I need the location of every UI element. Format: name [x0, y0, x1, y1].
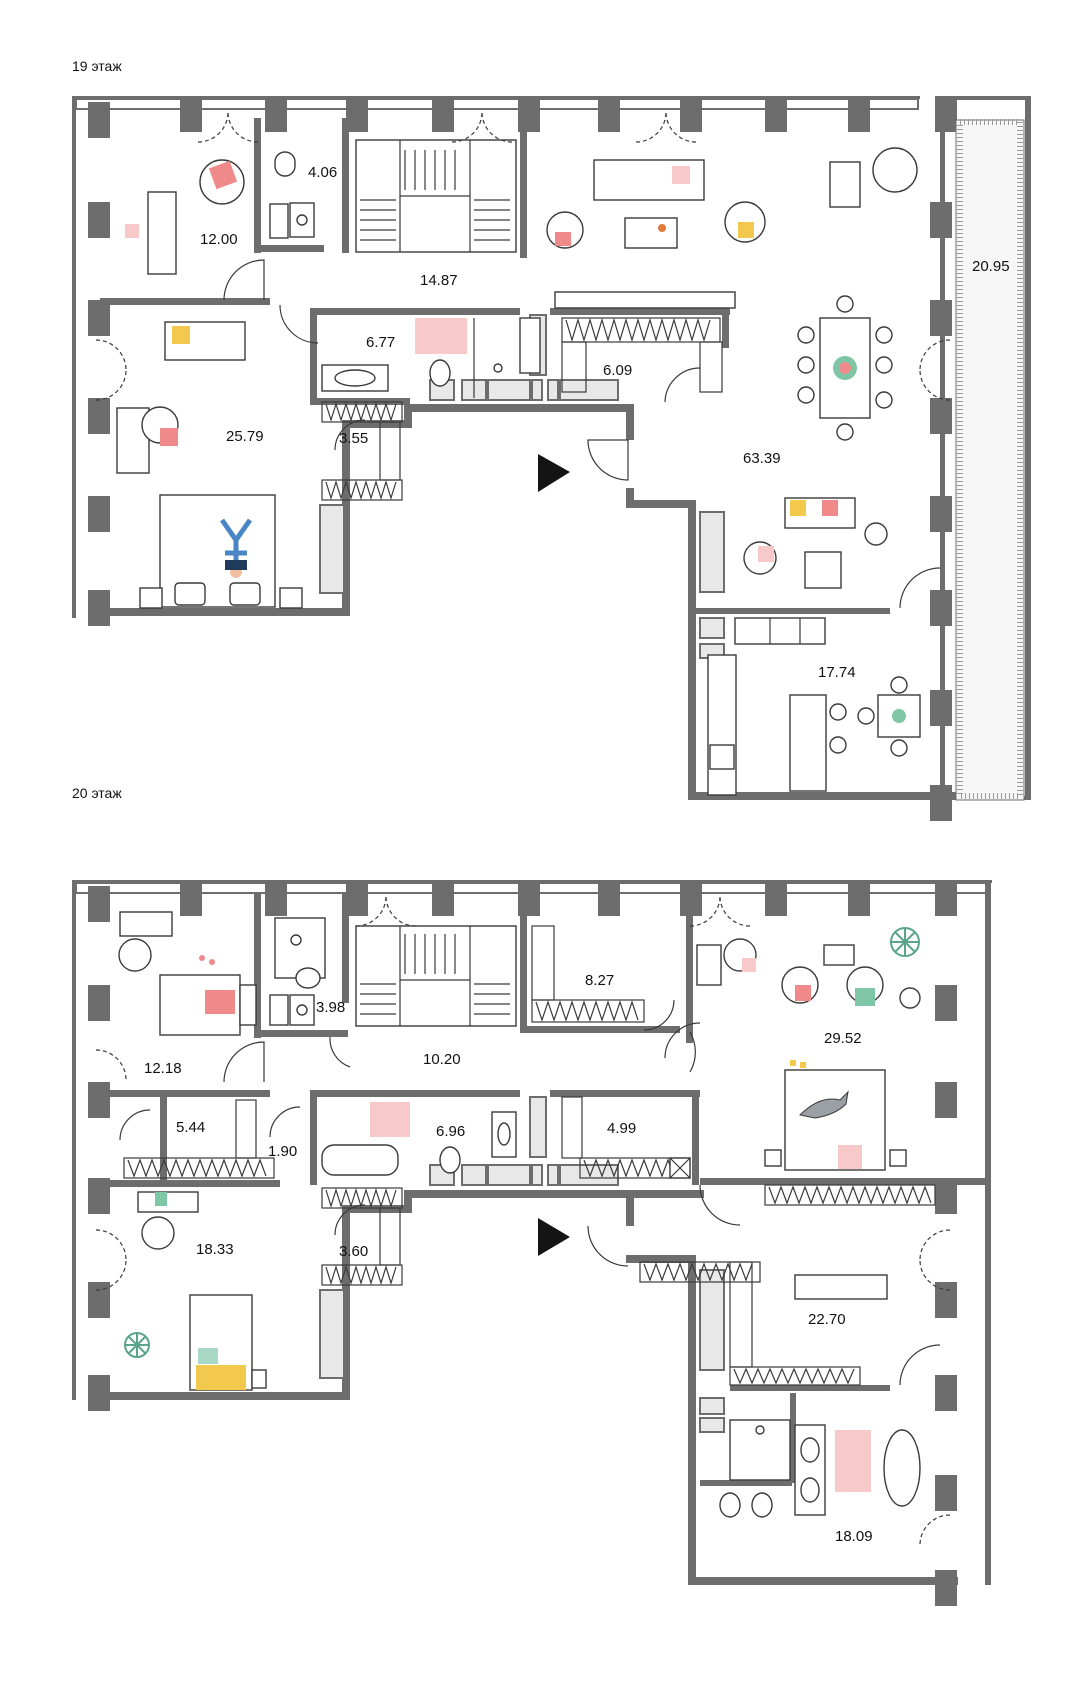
room-area: 3.55 — [339, 430, 368, 447]
floor-20-label: 20 этаж — [72, 785, 122, 801]
floor-19-furniture — [116, 147, 921, 796]
room-area: 63.39 — [743, 450, 781, 467]
floor-19-fixtures — [269, 151, 541, 398]
armchair-icon — [141, 1216, 175, 1250]
floor-19-closets — [321, 317, 723, 501]
sink-icon — [491, 1111, 517, 1158]
room-area: 25.79 — [226, 428, 264, 445]
bed-icon — [784, 1069, 886, 1171]
floor-20-stairs — [355, 925, 517, 1027]
cabinet-icon — [696, 944, 722, 986]
room-area: 6.96 — [436, 1123, 465, 1140]
floor-20-closets — [123, 925, 936, 1386]
floor-19-terrace — [955, 119, 1025, 801]
room-area: 5.44 — [176, 1119, 205, 1136]
floor-20-room-labels: 8.27 3.98 12.18 10.20 29.52 5.44 6.96 4.… — [144, 972, 873, 1545]
plant-icon — [890, 927, 920, 957]
room-area: 8.27 — [585, 972, 614, 989]
toilet-icon — [719, 1492, 741, 1518]
coffee-table-icon — [804, 551, 842, 589]
floor-20-columns — [88, 880, 957, 1606]
room-area: 10.20 — [423, 1051, 461, 1068]
floor-20-plan: 8.27 3.98 12.18 10.20 29.52 5.44 6.96 4.… — [72, 880, 992, 1606]
floor-20-shafts — [319, 1096, 725, 1433]
coffee-table-icon — [624, 217, 678, 249]
floor-19-doors — [95, 111, 951, 609]
floor-20-doors — [95, 895, 951, 1546]
armchair-icon — [118, 938, 152, 972]
robot-vacuum-icon — [899, 987, 921, 1009]
room-area: 12.00 — [200, 231, 238, 248]
floor-19-room-labels: 12.00 4.06 14.87 20.95 6.77 6.09 25.79 3… — [200, 164, 1010, 681]
floor-20-fixtures — [269, 917, 921, 1518]
room-area: 6.09 — [603, 362, 632, 379]
room-area: 18.33 — [196, 1241, 234, 1258]
toilet-icon — [429, 359, 451, 387]
room-area: 18.09 — [835, 1528, 873, 1545]
room-area: 20.95 — [972, 258, 1010, 275]
entrance-arrow-icon — [538, 454, 570, 492]
room-area: 17.74 — [818, 664, 856, 681]
room-area: 22.70 — [808, 1311, 846, 1328]
room-area: 3.60 — [339, 1243, 368, 1260]
room-area: 29.52 — [824, 1030, 862, 1047]
room-area: 4.06 — [308, 164, 337, 181]
cat-icon — [798, 1090, 849, 1119]
room-area: 12.18 — [144, 1060, 182, 1077]
toilet-icon — [274, 151, 296, 177]
tv-stand-icon — [794, 1274, 888, 1300]
armchair-icon — [872, 147, 918, 193]
floor-19-plan: 12.00 4.06 14.87 20.95 6.77 6.09 25.79 3… — [72, 96, 1031, 821]
room-area: 14.87 — [420, 272, 458, 289]
floor-19-label: 19 этаж — [72, 58, 122, 74]
entrance-arrow-icon — [538, 1218, 570, 1256]
room-area: 6.77 — [366, 334, 395, 351]
room-area: 4.99 — [607, 1120, 636, 1137]
kitchen-counter-icon — [734, 617, 826, 645]
room-area: 1.90 — [268, 1143, 297, 1160]
robot-vacuum-icon — [864, 522, 888, 546]
stove-icon — [709, 744, 735, 770]
toilet-icon — [751, 1492, 773, 1518]
plant-icon — [124, 1332, 150, 1358]
floor-19-columns — [88, 96, 957, 821]
bathtub-icon — [883, 1429, 921, 1507]
floor-20-furniture — [118, 911, 921, 1391]
bathtub-icon — [321, 1144, 399, 1176]
person-icon — [219, 518, 253, 578]
floor-19-stairs — [355, 139, 517, 253]
toilet-icon — [439, 1146, 461, 1174]
desk-icon — [147, 191, 177, 275]
room-area: 3.98 — [316, 999, 345, 1016]
toilet-icon — [295, 967, 321, 989]
